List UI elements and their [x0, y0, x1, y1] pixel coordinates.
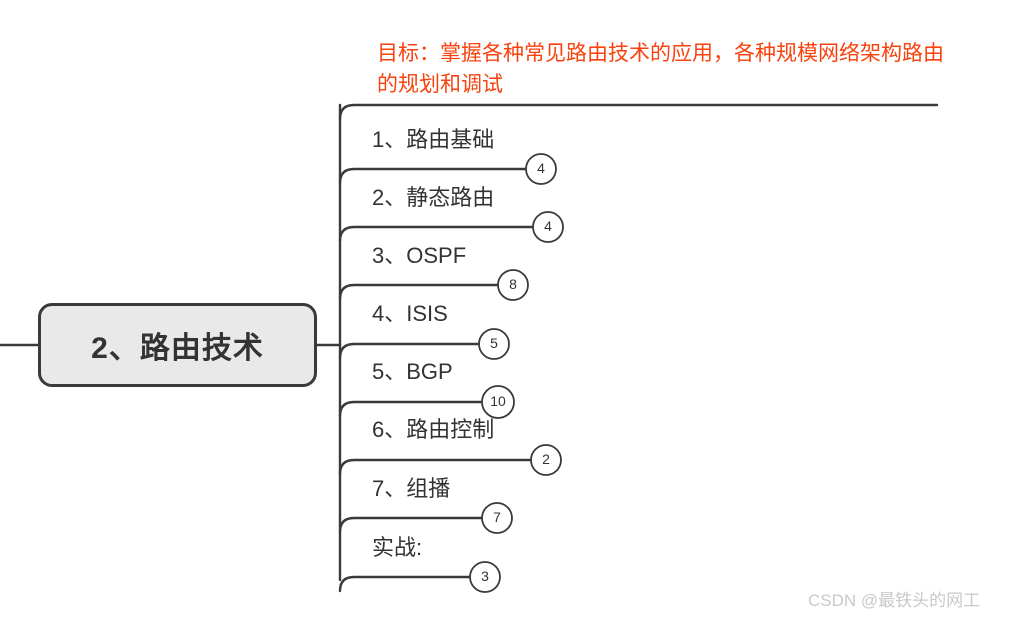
branch-label-3[interactable]: 3、OSPF — [372, 243, 467, 268]
branch-line-4 — [338, 342, 481, 360]
title-underline — [338, 103, 939, 121]
watermark: CSDN @最铁头的网工 — [808, 591, 981, 610]
branch-label-1[interactable]: 1、路由基础 — [372, 127, 495, 152]
badge-circle-1[interactable] — [525, 153, 557, 185]
branch-line-3 — [338, 283, 500, 301]
branch-line-6 — [338, 458, 533, 476]
branch-label-8[interactable]: 实战: — [372, 535, 423, 560]
badge-circle-6[interactable] — [530, 444, 562, 476]
root-node-label: 2、路由技术 — [91, 332, 264, 365]
badge-circle-5[interactable] — [481, 385, 515, 419]
badge-circle-4[interactable] — [478, 328, 510, 360]
branch-line-2 — [338, 225, 535, 243]
badge-circle-2[interactable] — [532, 211, 564, 243]
branch-line-1 — [338, 167, 528, 185]
badge-circle-7[interactable] — [481, 502, 513, 534]
badge-circle-8[interactable] — [469, 561, 501, 593]
branch-label-7[interactable]: 7、组播 — [372, 476, 451, 501]
goal-text: 目标：掌握各种常见路由技术的应用，各种规模网络架构路由的规划和调试 — [377, 42, 944, 96]
root-node[interactable]: 2、路由技术 — [38, 303, 317, 387]
branch-label-6[interactable]: 6、路由控制 — [372, 417, 495, 442]
branch-line-8 — [338, 575, 472, 593]
branch-line-5 — [338, 400, 484, 418]
branch-label-5[interactable]: 5、BGP — [372, 359, 453, 384]
branch-label-2[interactable]: 2、静态路由 — [372, 185, 495, 210]
branch-line-7 — [338, 516, 484, 534]
branch-label-4[interactable]: 4、ISIS — [372, 301, 448, 326]
badge-circle-3[interactable] — [497, 269, 529, 301]
